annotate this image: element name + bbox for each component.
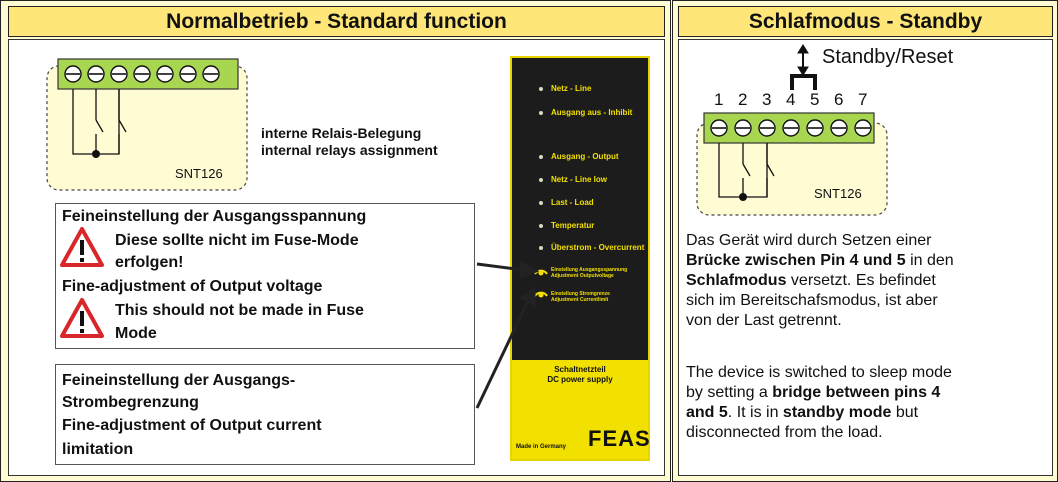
pot-current-label-de: Einstellung Stromgrenze <box>551 291 610 297</box>
led-indicator <box>539 246 543 250</box>
current-note-line-2: Strombegrenzung <box>62 394 199 411</box>
potentiometer-voltage-icon <box>534 269 548 276</box>
pot-current-label-en: Adjustment Currentlimit <box>551 297 609 303</box>
current-note-line-4: limitation <box>62 441 134 458</box>
standby-header: Schlafmodus - Standby <box>678 6 1053 37</box>
standard-function-header: Normalbetrieb - Standard function <box>8 6 665 37</box>
standby-content <box>678 39 1053 476</box>
pin-number: 6 <box>834 90 844 109</box>
led-label-output: Ausgang - Output <box>551 152 619 161</box>
current-note-line-1: Feineinstellung der Ausgangs- <box>62 372 296 389</box>
voltage-note-title-en: Fine-adjustment of Output voltage <box>62 278 323 295</box>
pin-number: 2 <box>738 90 748 109</box>
voltage-note-title: Feineinstellung der Ausgangsspannung <box>62 208 367 225</box>
pin-number: 3 <box>762 90 772 109</box>
pot-voltage-label-de: Einstellung Ausgangsspannung <box>551 267 628 273</box>
led-indicator <box>539 178 543 182</box>
led-label-load: Last - Load <box>551 198 594 207</box>
led-label-overcurrent: Überstrom - Overcurrent <box>551 243 645 252</box>
led-indicator <box>539 155 543 159</box>
relay-module-label: SNT126 <box>175 166 223 181</box>
pin-number: 5 <box>810 90 820 109</box>
led-indicator <box>539 224 543 228</box>
standby-text-en-3: and 5. It is in standby mode but <box>686 404 919 421</box>
led-label-line: Netz - Line <box>551 84 592 93</box>
standby-bridge-diagram <box>696 44 888 216</box>
brand-logo: FEAS <box>588 426 651 451</box>
product-label-de: Schaltnetzteil <box>554 365 606 374</box>
led-indicator <box>539 87 543 91</box>
standby-module-label: SNT126 <box>814 186 862 201</box>
pin-number: 4 <box>786 90 796 109</box>
led-label-inhibit: Ausgang aus - Inhibit <box>551 108 633 117</box>
relay-caption-de: interne Relais-Belegung <box>261 125 422 141</box>
pot-voltage-label-en: Adjustment Outputvoltage <box>551 273 614 279</box>
led-label-line-low: Netz - Line low <box>551 175 607 184</box>
relay-caption-en: internal relays assignment <box>261 142 438 158</box>
standby-text-de-1: Das Gerät wird durch Setzen einer <box>686 232 932 249</box>
pin-number: 1 <box>714 90 724 109</box>
standby-text-de-5: von der Last getrennt. <box>686 312 842 329</box>
product-band <box>512 386 648 459</box>
standby-text-de-3: Schlafmodus versetzt. Es befindet <box>686 272 936 289</box>
warning-icon <box>60 298 104 338</box>
voltage-warning-en-2: Mode <box>115 325 157 342</box>
product-label-strip <box>512 360 648 386</box>
voltage-warning-en-1: This should not be made in Fuse <box>115 302 364 319</box>
voltage-adjust-note <box>55 203 475 349</box>
led-indicator <box>539 201 543 205</box>
product-label-en: DC power supply <box>547 375 613 384</box>
standby-text-en-2: by setting a bridge between pins 4 <box>686 384 941 401</box>
standby-text-de-4: sich im Bereitschafsmodus, ist aber <box>686 292 938 309</box>
led-label-temperature: Temperatur <box>551 221 595 230</box>
standby-reset-label: Standby/Reset <box>822 46 954 68</box>
standby-text-en-4: disconnected from the load. <box>686 424 883 441</box>
standby-text-en-1: The device is switched to sleep mode <box>686 364 952 381</box>
current-adjust-note <box>55 364 475 465</box>
relay-diagram <box>46 58 248 191</box>
voltage-warning-de-2: erfolgen! <box>115 254 184 271</box>
potentiometer-current-icon <box>534 291 548 298</box>
standby-text-de-2: Brücke zwischen Pin 4 und 5 in den <box>686 252 954 269</box>
voltage-warning-de-1: Diese sollte nicht im Fuse-Mode <box>115 232 359 249</box>
current-note-line-3: Fine-adjustment of Output current <box>62 417 322 434</box>
made-in-label: Made in Germany <box>516 444 567 450</box>
led-indicator <box>539 111 543 115</box>
warning-icon <box>60 227 104 267</box>
pin-number: 7 <box>858 90 868 109</box>
